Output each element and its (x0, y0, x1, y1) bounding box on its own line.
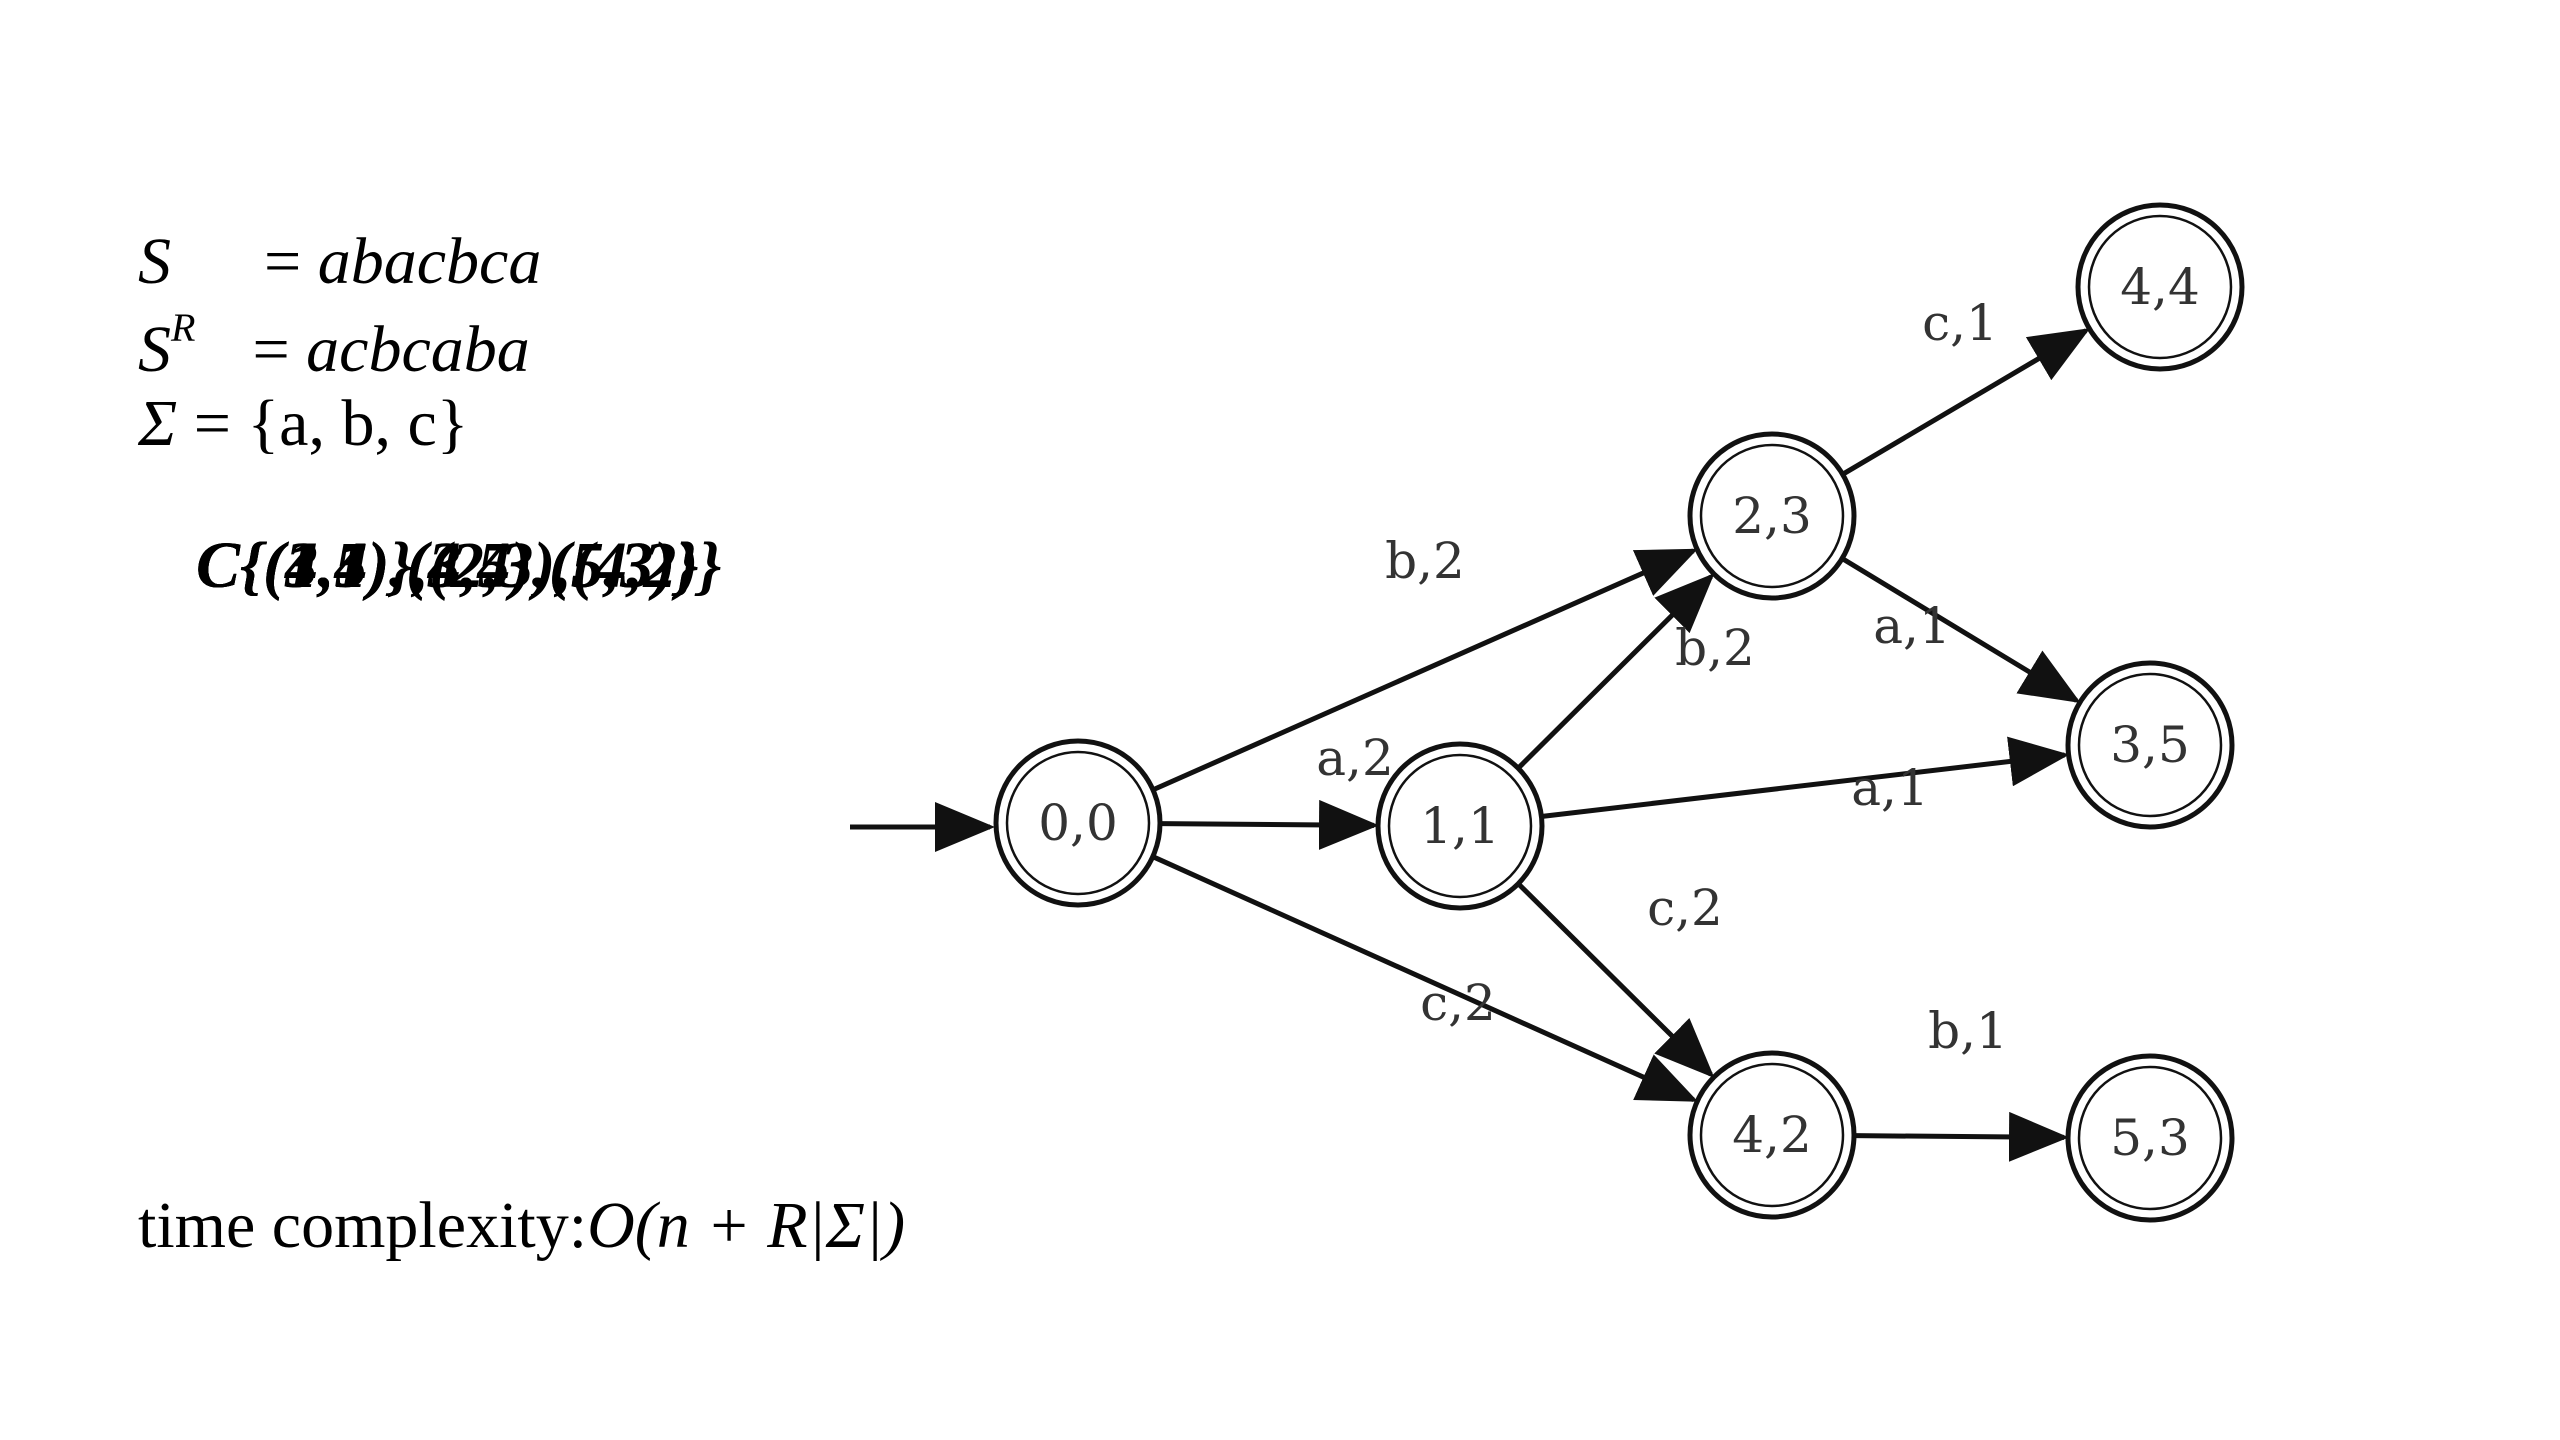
state-inner-ring (2077, 672, 2223, 818)
state-inner-ring (2087, 214, 2233, 360)
time-complexity-formula: O(n + R|Σ|) (587, 1189, 906, 1262)
state-node: 3,5 (2065, 660, 2235, 830)
state-label: 0,0 (1038, 794, 1118, 852)
edge-s23-s35 (1842, 557, 2081, 704)
state-outer-ring (2065, 1053, 2235, 1223)
edge-label: b,2 (1675, 619, 1755, 677)
state-node: 2,3 (1687, 431, 1857, 601)
state-outer-ring (2075, 202, 2245, 372)
overlap-layer-2: C{(3,5),(4,4),(5,3)} (196, 529, 699, 602)
state-outer-ring (1375, 741, 1545, 911)
edge-s11-s23 (1517, 573, 1715, 769)
equation-sr-equals: = (252, 313, 290, 386)
states-layer: 0,0 1,1 2,3 4,2 4,4 3,5 5,3 (993, 202, 2245, 1223)
equation-sr-rhs: acbcaba (306, 313, 530, 386)
edge-label: a,1 (1851, 759, 1929, 817)
edge-s23-s44 (1843, 328, 2091, 476)
state-label: 4,2 (1732, 1106, 1812, 1164)
state-inner-ring (2077, 1065, 2223, 1211)
edge-label: b,1 (1928, 1002, 2008, 1060)
state-outer-ring (1687, 1050, 1857, 1220)
state-node: 4,4 (2075, 202, 2245, 372)
state-label: 1,1 (1420, 797, 1500, 855)
state-node: 1,1 (1375, 741, 1545, 911)
edge-label: c,2 (1647, 879, 1723, 937)
state-label: 3,5 (2110, 716, 2190, 774)
edge-label: c,2 (1420, 974, 1496, 1032)
equation-s-rhs: abacbca (317, 225, 542, 298)
equation-sigma-lhs: Σ (138, 387, 178, 460)
equation-sigma: Σ = {a, b, c} (138, 386, 468, 462)
edge-label: a,2 (1316, 729, 1394, 787)
time-complexity: time complexity:O(n + R|Σ|) (138, 1188, 905, 1264)
edge-s42-s53 (1855, 1111, 2070, 1162)
equation-sigma-rhs: {a, b, c} (247, 387, 469, 460)
state-label: 2,3 (1732, 487, 1812, 545)
state-outer-ring (993, 738, 1163, 908)
time-complexity-label: time complexity: (138, 1189, 588, 1262)
edge-s11-s35 (1543, 736, 2070, 819)
equation-sr-lhs: S (138, 313, 171, 386)
equation-s-equals: = (264, 225, 302, 298)
state-outer-ring (1687, 431, 1857, 601)
edge-label: a,1 (1873, 597, 1951, 655)
state-label: 4,4 (2120, 258, 2200, 316)
state-node: 5,3 (2065, 1053, 2235, 1223)
equation-s-lhs: S (138, 225, 171, 298)
equation-sr: SR = acbcaba (138, 304, 530, 388)
edge-s11-s42 (1517, 883, 1715, 1079)
edge-s00-s11 (1161, 799, 1380, 850)
overlap-layer-3: C{(4,4),(3,5),(5,3)} (196, 529, 699, 602)
equation-s: S = abacbca (138, 224, 541, 300)
edge-label: c,1 (1922, 294, 1998, 352)
state-inner-ring (1005, 750, 1151, 896)
equation-sr-superscript: R (171, 305, 196, 350)
state-node: 4,2 (1687, 1050, 1857, 1220)
edge-label: b,2 (1385, 532, 1465, 590)
state-inner-ring (1387, 753, 1533, 899)
state-outer-ring (2065, 660, 2235, 830)
edges-layer: a,2 b,2 c,2 b,2 a,1 c,2 c,1 a,1 b,1 (1153, 294, 2091, 1162)
equation-sigma-equals: = (193, 387, 231, 460)
edge-s00-s23 (1153, 548, 1698, 792)
overlap-layer-1: C{(1,1)},(2,3),(4,2)} (196, 529, 722, 602)
state-inner-ring (1699, 1062, 1845, 1208)
state-inner-ring (1699, 443, 1845, 589)
state-label: 5,3 (2110, 1109, 2190, 1167)
edge-s00-s42 (1153, 855, 1699, 1103)
state-node: 0,0 (993, 738, 1163, 908)
